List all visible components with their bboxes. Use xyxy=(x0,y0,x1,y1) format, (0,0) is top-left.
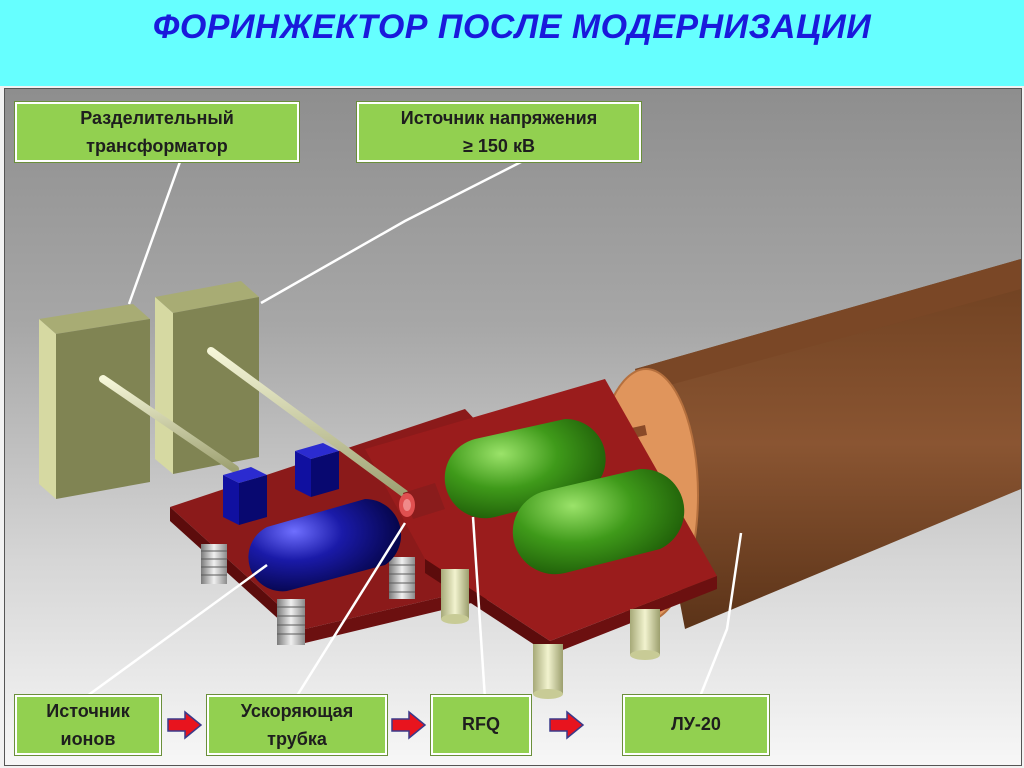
page-title: ФОРИНЖЕКТОР ПОСЛЕ МОДЕРНИЗАЦИИ xyxy=(152,8,872,46)
label-lu20: ЛУ-20 xyxy=(622,694,770,756)
label-rfq: RFQ xyxy=(430,694,532,756)
header-bar: ФОРИНЖЕКТОР ПОСЛЕ МОДЕРНИЗАЦИИ xyxy=(0,0,1024,86)
accel-tube-part xyxy=(399,483,445,519)
label-accel-tube: Ускоряющая трубка xyxy=(206,694,388,756)
ion-source-capsule xyxy=(248,498,402,592)
insulator-rods xyxy=(99,347,409,498)
support-legs xyxy=(441,569,660,699)
pointer-lines xyxy=(82,158,743,701)
transformer-box-right xyxy=(155,281,259,474)
blue-blocks xyxy=(223,443,339,525)
label-transformer: Разделительный трансформатор xyxy=(14,101,300,163)
support-springs xyxy=(201,544,415,645)
flow-arrow-icon xyxy=(167,710,203,740)
label-voltage-source: Источник напряжения ≥ 150 кВ xyxy=(356,101,642,163)
label-ion-source: Источник ионов xyxy=(14,694,162,756)
accelerator-illustration xyxy=(39,158,1021,701)
diagram-scene: Разделительный трансформатор Источник на… xyxy=(4,88,1022,766)
transformer-box-left xyxy=(39,304,150,499)
flow-arrow-icon xyxy=(391,710,427,740)
flow-arrow-icon xyxy=(549,710,585,740)
rfq-capsules xyxy=(444,418,685,575)
